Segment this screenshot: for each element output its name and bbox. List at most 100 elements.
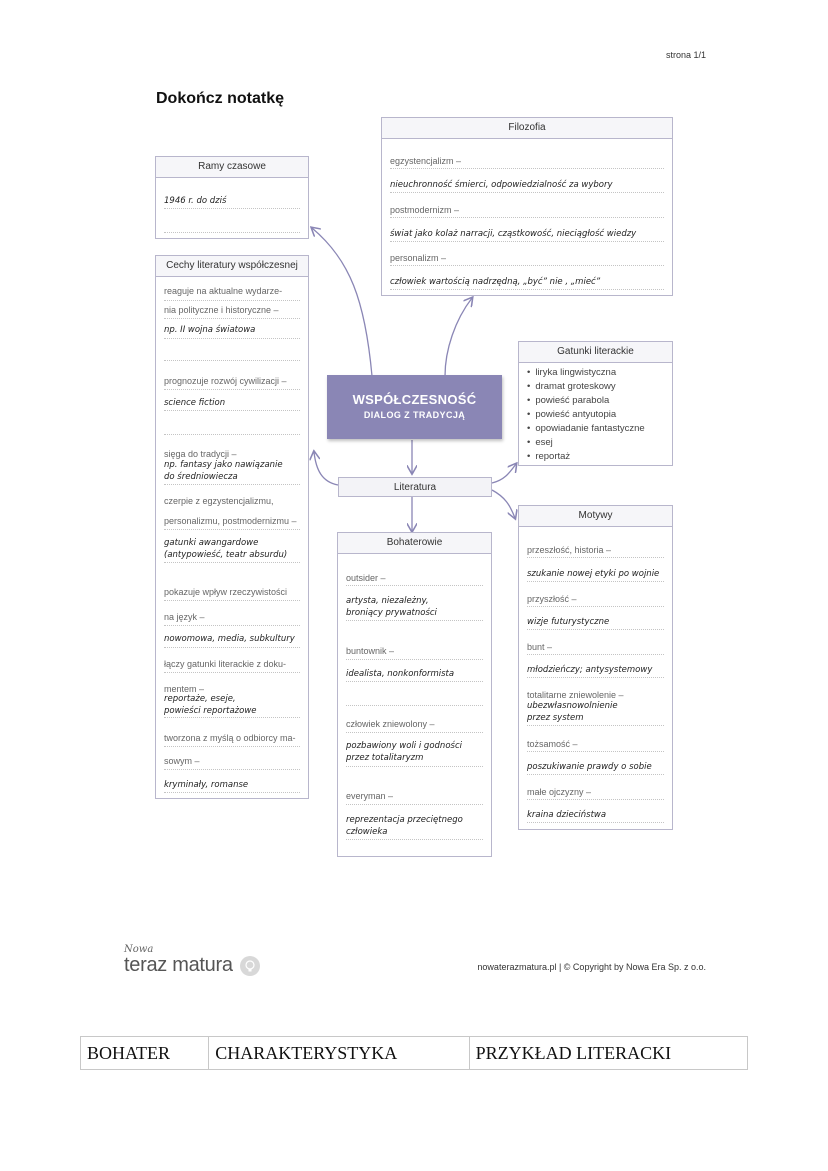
cechy-text: pokazuje wpływ rzeczywistości: [164, 587, 288, 597]
cechy-answer: science fiction: [164, 398, 226, 408]
dotted-line: [346, 681, 483, 682]
dotted-line: [527, 557, 664, 558]
filozofia-term: egzystencjalizm –: [390, 156, 462, 166]
dotted-line: [346, 620, 483, 621]
dotted-line: [164, 672, 300, 673]
dotted-line: [346, 585, 483, 586]
gatunek-item: dramat groteskowy: [527, 380, 645, 394]
bottom-table: BOHATER CHARAKTERYSTYKA PRZYKŁAD LITERAC…: [79, 1036, 749, 1070]
filozofia-term: postmodernizm –: [390, 205, 460, 215]
bohaterowie-box: Bohaterowie outsider – artysta, niezależ…: [337, 532, 492, 857]
filozofia-term-line: egzystencjalizm –: [390, 145, 664, 169]
cechy-answer: np. II wojna światowa: [164, 325, 256, 335]
cechy-answer: gatunki awangardowe: [164, 538, 259, 548]
page-number: strona 1/1: [665, 50, 706, 60]
literatura-node: Literatura: [338, 477, 492, 497]
dotted-line: [164, 318, 300, 319]
page-title: Dokończ notatkę: [156, 90, 285, 107]
gatunek-item: powieść antyutopia: [527, 408, 645, 422]
dotted-line: [527, 751, 664, 752]
filozofia-answer-line: świat jako kolaż narracji, cząstkowość, …: [390, 218, 664, 242]
logo-text: teraz matura: [124, 954, 233, 976]
dotted-line: [164, 529, 300, 530]
dotted-line: [164, 484, 300, 485]
central-topic-title: WSPÓŁCZESNOŚĆ: [352, 392, 477, 407]
filozofia-answer: świat jako kolaż narracji, cząstkowość, …: [390, 229, 637, 239]
filozofia-box: Filozofia egzystencjalizm – nieuchronnoś…: [381, 117, 673, 296]
cechy-text: personalizmu, postmodernizmu –: [164, 516, 297, 526]
dotted-line: [346, 766, 483, 767]
bohater-term: człowiek zniewolony –: [346, 719, 435, 729]
dotted-line: [164, 600, 300, 601]
motyw-answer: szukanie nowej etyki po wojnie: [527, 569, 660, 579]
central-topic-subtitle: DIALOG Z TRADYCJĄ: [363, 410, 466, 420]
filozofia-term: personalizm –: [390, 253, 447, 263]
ramy-czasowe-header: Ramy czasowe: [156, 157, 308, 178]
dotted-line: [164, 746, 300, 747]
motyw-term: małe ojczyzny –: [527, 787, 592, 797]
ramy-czasowe-box: Ramy czasowe 1946 r. do dziś: [155, 156, 309, 239]
cechy-answer: do średniowiecza: [164, 472, 238, 482]
dotted-line: [346, 839, 483, 840]
ramy-answer: 1946 r. do dziś: [164, 196, 227, 206]
dotted-line: [164, 647, 300, 648]
cechy-text: na język –: [164, 612, 205, 622]
table-header-cell: BOHATER: [79, 1036, 210, 1070]
motyw-term: przeszłość, historia –: [527, 545, 612, 555]
bohater-answer: idealista, nonkonformista: [346, 669, 455, 679]
gatunek-item: liryka lingwistyczna: [527, 366, 645, 380]
bohater-answer: reprezentacja przeciętnego: [346, 815, 463, 825]
dotted-line: [164, 360, 300, 361]
table-header-cell: PRZYKŁAD LITERACKI: [468, 1036, 749, 1070]
dotted-line: [164, 338, 300, 339]
gatunek-item: opowiadanie fantastyczne: [527, 422, 644, 436]
gatunek-item: powieść parabola: [527, 394, 645, 408]
dotted-line: [164, 625, 300, 626]
lightbulb-icon: [240, 956, 260, 976]
bohater-answer: artysta, niezależny,: [346, 596, 429, 606]
motyw-term: przyszłość –: [527, 594, 577, 604]
cechy-answer: reportaże, eseje,: [164, 694, 236, 704]
footer-copyright: nowaterazmatura.pl | © Copyright by Nowa…: [477, 962, 706, 972]
motyw-answer: przez system: [527, 713, 584, 723]
cechy-text: łączy gatunki literackie z doku-: [164, 659, 287, 669]
cechy-text: sięga do tradycji –: [164, 449, 237, 459]
bohater-answer: przez totalitaryzm: [346, 753, 424, 763]
filozofia-term-line: postmodernizm –: [390, 194, 664, 218]
dotted-line: [346, 732, 483, 733]
dotted-line: [164, 389, 300, 390]
central-topic: WSPÓŁCZESNOŚĆ DIALOG Z TRADYCJĄ: [327, 375, 502, 439]
cechy-answer: kryminały, romanse: [164, 780, 249, 790]
dotted-line: [346, 804, 483, 805]
ramy-answer-line: 1946 r. do dziś: [164, 185, 300, 209]
motyw-answer: poszukiwanie prawdy o sobie: [527, 762, 652, 772]
dotted-line: [527, 822, 664, 823]
motyw-term: totalitarne zniewolenie –: [527, 690, 624, 700]
dotted-line: [164, 410, 300, 411]
cechy-text: nia polityczne i historyczne –: [164, 305, 279, 315]
cechy-text: reaguje na aktualne wydarze-: [164, 286, 283, 296]
dotted-line: [164, 562, 300, 563]
cechy-header: Cechy literatury współczesnej: [156, 256, 308, 277]
cechy-answer: powieści reportażowe: [164, 706, 257, 716]
logo-small-text: Nowa: [124, 944, 154, 955]
dotted-line: [346, 659, 483, 660]
cechy-text: prognozuje rozwój cywilizacji –: [164, 376, 287, 386]
gatunek-item: reportaż: [527, 450, 645, 464]
cechy-text: mentem –: [164, 684, 205, 694]
dotted-line: [527, 606, 664, 607]
blank-line: [164, 209, 300, 233]
cechy-text: sowym –: [164, 756, 200, 766]
cechy-box: Cechy literatury współczesnej reaguje na…: [155, 255, 309, 799]
filozofia-answer-line: człowiek wartością nadrzędną, „być” nie …: [390, 266, 664, 290]
dotted-line: [164, 717, 300, 718]
filozofia-header: Filozofia: [382, 118, 672, 139]
motyw-answer: młodzieńczy; antysystemowy: [527, 665, 653, 675]
dotted-line: [164, 300, 300, 301]
dotted-line: [164, 792, 300, 793]
dotted-line: [527, 654, 664, 655]
filozofia-term-line: personalizm –: [390, 242, 664, 266]
gatunek-item: esej: [527, 436, 645, 450]
filozofia-answer: nieuchronność śmierci, odpowiedzialność …: [390, 180, 613, 190]
gatunki-box: Gatunki literackie liryka lingwistyczna …: [518, 341, 673, 466]
